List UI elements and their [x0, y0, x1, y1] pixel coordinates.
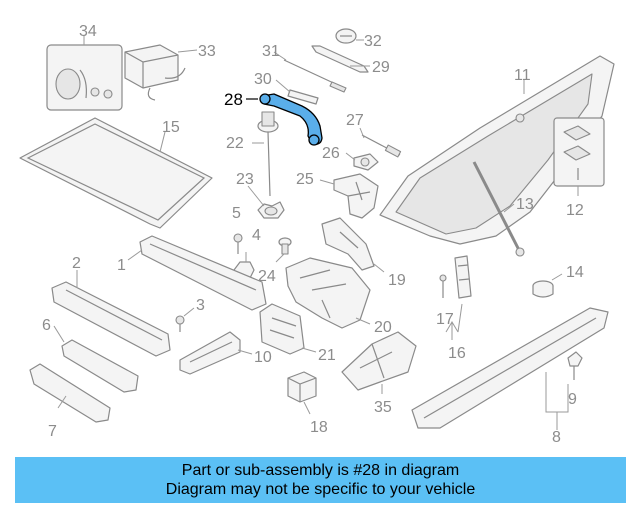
part-10-reinforcement [179, 331, 253, 375]
info-banner: Part or sub-assembly is #28 in diagram D… [15, 457, 626, 503]
part-9-clip [567, 351, 583, 380]
part-31-screwdriver [273, 51, 347, 93]
part-18-block [287, 371, 317, 415]
callout-9: 9 [568, 391, 577, 408]
callout-29: 29 [372, 59, 390, 76]
part-14-bumper-stop [532, 273, 563, 298]
part-15-floor-panel [19, 117, 213, 229]
callout-30: 30 [254, 71, 272, 88]
part-8-sill-trim [411, 307, 609, 430]
callout-35: 35 [374, 399, 392, 416]
callout-23: 23 [236, 171, 254, 188]
parts-diagram: 34 33 31 32 29 30 28 11 27 15 22 26 23 2… [19, 23, 615, 446]
callout-16: 16 [448, 345, 466, 362]
part-16-latch [445, 255, 472, 340]
callout-11: 11 [514, 67, 531, 84]
callout-32: 32 [364, 33, 382, 50]
callout-3: 3 [196, 297, 205, 314]
part-35-striker-plate [341, 331, 417, 394]
banner-line-part-number: Part or sub-assembly is #28 in diagram [181, 462, 460, 479]
callout-26: 26 [322, 145, 340, 162]
callout-19: 19 [388, 272, 406, 289]
callout-6: 6 [42, 317, 51, 334]
callout-4: 4 [252, 227, 261, 244]
part-13-strut [472, 161, 525, 257]
part-26-bracket [345, 152, 379, 171]
part-3-screw [175, 307, 195, 332]
callout-21: 21 [318, 347, 336, 364]
part-22-jack [252, 111, 279, 197]
part-21-bracket [259, 303, 317, 355]
callout-24: 24 [258, 268, 276, 285]
callout-31: 31 [262, 43, 280, 60]
part-34-repair-kit-box [46, 36, 123, 111]
callout-15: 15 [162, 119, 180, 136]
part-17-bolt [439, 274, 447, 298]
part-28-highlighted [246, 93, 323, 146]
banner-line-disclaimer: Diagram may not be specific to your vehi… [165, 481, 476, 498]
callout-17: 17 [436, 311, 454, 328]
part-23-wing-nut [247, 185, 285, 219]
part-5-screw [233, 233, 243, 254]
callout-33: 33 [198, 43, 216, 60]
part-6-trim-strip [53, 325, 139, 393]
callout-12: 12 [566, 202, 584, 219]
callout-34: 34 [79, 23, 97, 40]
part-12-parts-box [553, 117, 605, 196]
part-24-plug [275, 237, 292, 263]
part-25-bracket-assembly [319, 173, 379, 219]
callout-7: 7 [48, 423, 57, 440]
callout-28: 28 [224, 90, 243, 109]
callout-10: 10 [254, 349, 272, 366]
callout-18: 18 [310, 419, 328, 436]
part-32-hook [335, 28, 364, 44]
callout-13: 13 [516, 196, 534, 213]
part-20-lock-housing [285, 257, 371, 329]
part-1-trim-panel [127, 235, 267, 311]
part-19-bracket [321, 217, 385, 273]
callout-20: 20 [374, 319, 392, 336]
callout-2: 2 [72, 255, 81, 272]
callout-22: 22 [226, 135, 244, 152]
callout-14: 14 [566, 264, 584, 281]
callout-27: 27 [346, 112, 364, 129]
part-29-wrench [311, 45, 370, 73]
callout-25: 25 [296, 171, 314, 188]
part-2-trim [51, 270, 171, 357]
callout-1: 1 [117, 257, 126, 274]
part-7-lower-trim [29, 363, 111, 423]
part-33-compressor [124, 44, 198, 101]
part-30-tool [275, 79, 319, 105]
callout-5: 5 [232, 205, 241, 222]
part-27-rod [359, 127, 402, 158]
callout-8: 8 [552, 429, 561, 446]
